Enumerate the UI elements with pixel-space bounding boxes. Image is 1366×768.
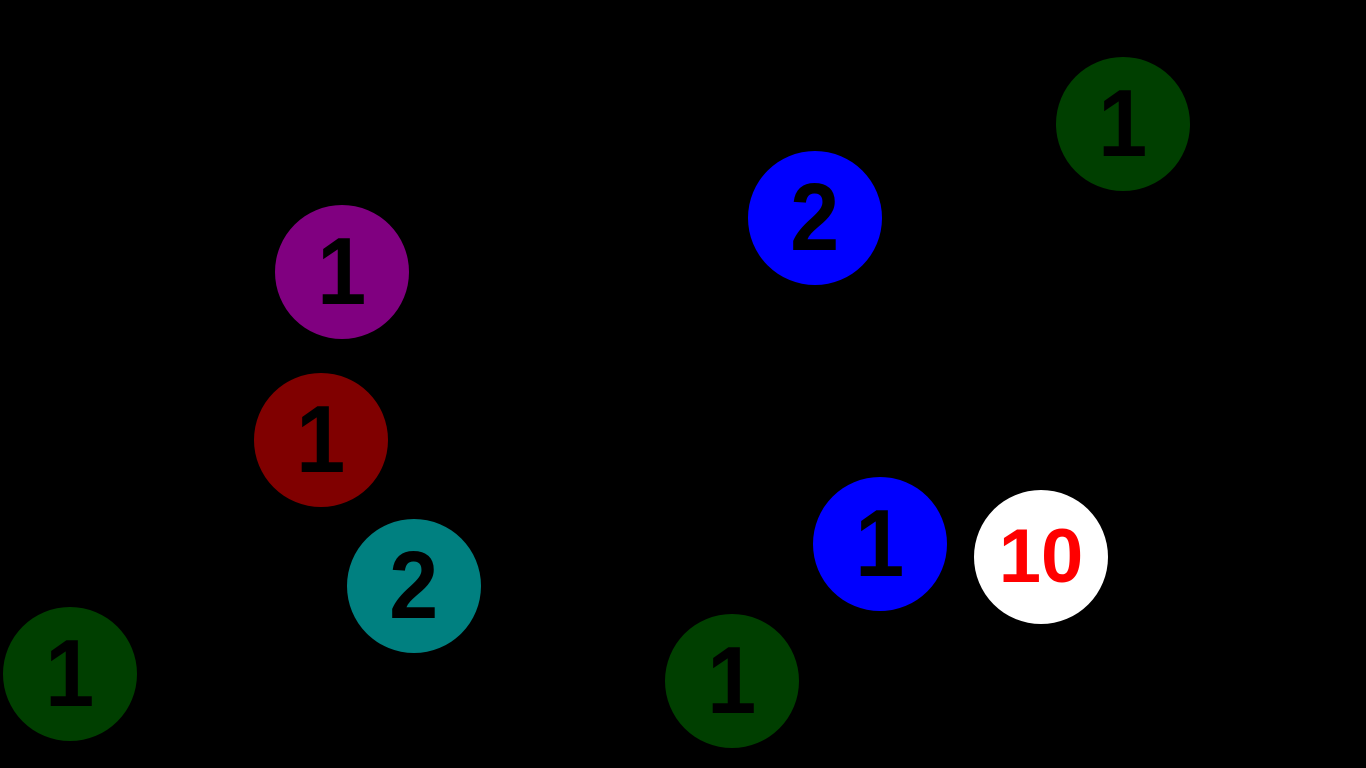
- target-circle-teal[interactable]: 2: [347, 519, 481, 653]
- target-circle-maroon[interactable]: 1: [254, 373, 388, 507]
- target-circle-dark-green[interactable]: 1: [665, 614, 799, 748]
- target-circle-white-bonus[interactable]: 10: [974, 490, 1108, 624]
- target-circle-blue[interactable]: 1: [813, 477, 947, 611]
- target-circle-purple[interactable]: 1: [275, 205, 409, 339]
- target-number: 10: [998, 514, 1084, 599]
- target-number: 1: [296, 386, 346, 493]
- target-number: 1: [1098, 70, 1148, 177]
- target-circle-dark-green[interactable]: 1: [3, 607, 137, 741]
- target-number: 1: [45, 620, 95, 727]
- target-number: 1: [707, 627, 757, 734]
- target-number: 2: [790, 164, 840, 271]
- target-number: 2: [389, 532, 439, 639]
- target-number: 1: [855, 490, 905, 597]
- target-circle-blue[interactable]: 2: [748, 151, 882, 285]
- target-number: 1: [317, 218, 367, 325]
- target-circle-dark-green[interactable]: 1: [1056, 57, 1190, 191]
